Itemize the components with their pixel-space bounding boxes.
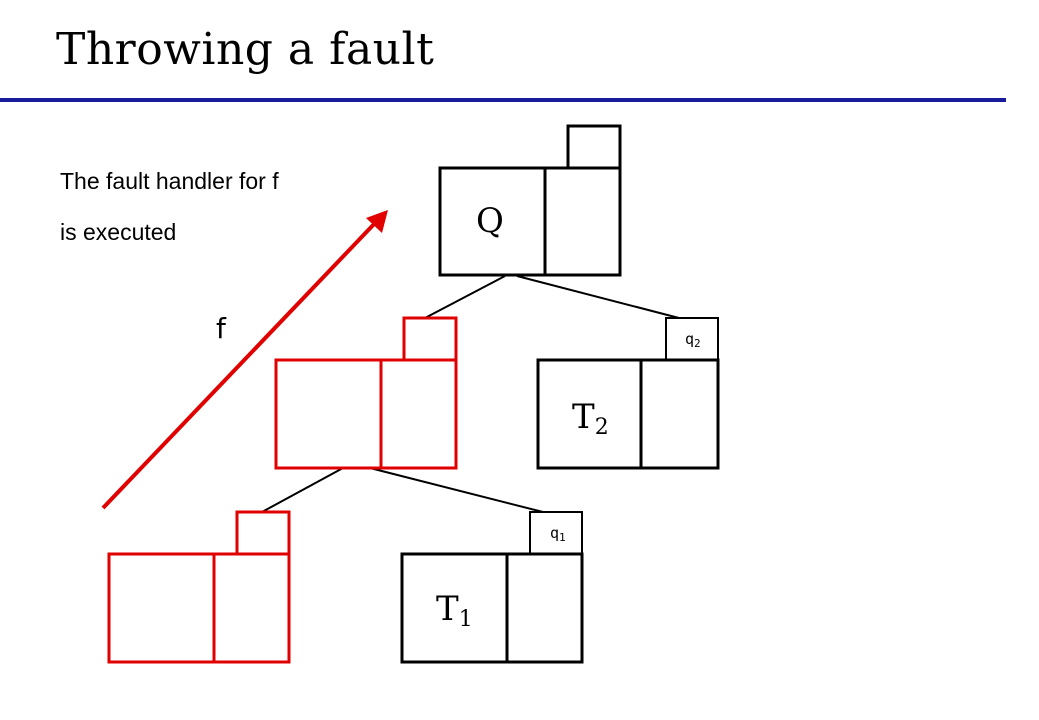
- scope-node-t1-label: T1: [436, 589, 473, 632]
- scope-node-t2-body: [536, 358, 720, 470]
- edge-p-to-a: [261, 467, 344, 513]
- title-rule: [0, 98, 1006, 102]
- scope-node-q: [438, 124, 622, 277]
- scope-node-a: [107, 510, 291, 664]
- edge-q2-label: q2: [685, 330, 701, 350]
- fault-arrow-shaft: [101, 220, 378, 510]
- scope-node-q-body: [438, 166, 622, 277]
- scope-node-q-handle: [566, 124, 622, 170]
- edge-q-to-p: [424, 275, 506, 319]
- edge-q1-label: q1: [550, 524, 566, 544]
- tree-edges: [261, 275, 680, 513]
- caption-line-2: is executed: [60, 219, 177, 245]
- scope-node-t1: [400, 511, 584, 664]
- scope-node-t2-label: T2: [572, 397, 609, 440]
- scope-node-t2: [536, 317, 720, 470]
- slide-title: Throwing a fault: [56, 24, 435, 75]
- edge-p-to-t1: [369, 467, 544, 513]
- scope-node-a-body: [107, 552, 291, 664]
- fault-arrow-head: [366, 210, 388, 233]
- scope-node-t1-body: [400, 552, 584, 664]
- fault-arrow-label: f: [216, 312, 227, 345]
- scope-node-p-handle: [402, 316, 458, 362]
- edge-q-to-t2: [516, 275, 680, 319]
- scope-node-q-label: Q: [476, 201, 504, 241]
- scope-node-p: [274, 316, 458, 470]
- scope-node-a-handle: [235, 510, 291, 556]
- fault-arrow: [101, 210, 388, 510]
- scope-node-p-body: [274, 358, 458, 470]
- caption-line-1: The fault handler for f: [60, 168, 279, 194]
